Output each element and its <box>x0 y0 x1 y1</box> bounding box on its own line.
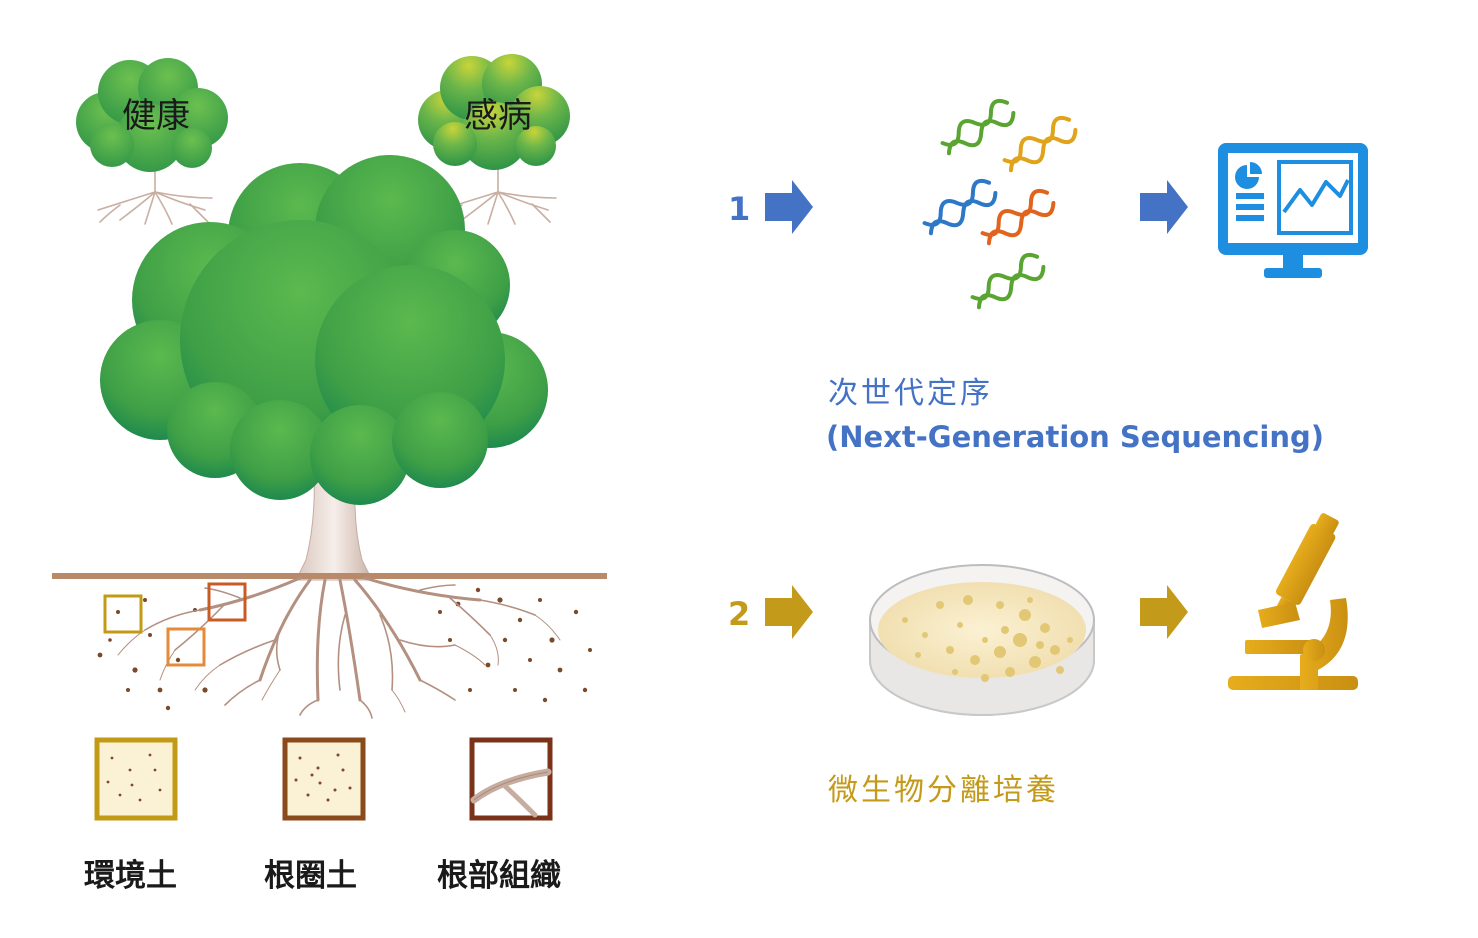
root-tissue-marker <box>207 582 247 622</box>
rhizosphere-sample <box>282 737 366 821</box>
method2-arrow-1 <box>765 585 813 639</box>
bulk-soil-marker <box>103 594 143 634</box>
dna-icon <box>922 98 1078 310</box>
diseased-tree-label: 感病 <box>464 96 532 136</box>
healthy-tree-label: 健康 <box>122 96 190 136</box>
method1-title-cn: 次世代定序 <box>828 376 993 411</box>
healthy-tree-canopy <box>76 58 228 172</box>
method2-arrow-2 <box>1140 585 1188 639</box>
sample-label-rhizosphere: 根圈土 <box>264 858 357 894</box>
monitor-chart-icon <box>1218 143 1368 278</box>
rhizosphere-marker <box>166 627 206 667</box>
diseased-tree-roots <box>439 157 557 225</box>
method1-number: 1 <box>728 190 751 228</box>
petri-dish-icon <box>869 564 1095 716</box>
diseased-tree <box>418 54 570 225</box>
healthy-tree <box>76 58 228 225</box>
diseased-tree-canopy <box>418 54 570 170</box>
method1-arrow-2 <box>1140 180 1188 234</box>
method2-title-cn: 微生物分離培養 <box>828 773 1059 808</box>
main-tree-roots <box>117 576 561 719</box>
main-tree-canopy <box>100 155 548 505</box>
healthy-tree-roots <box>97 159 213 225</box>
bulk-soil-sample <box>94 737 178 821</box>
sample-label-root-tissue: 根部組織 <box>437 858 561 894</box>
root-tissue-sample <box>469 737 553 821</box>
method1-title-en: (Next-Generation Sequencing) <box>826 420 1324 454</box>
method2-number: 2 <box>728 595 751 633</box>
method1-arrow-1 <box>765 180 813 234</box>
microscope-icon <box>1228 513 1358 690</box>
main-tree <box>100 155 548 581</box>
sample-label-bulk-soil: 環境土 <box>84 858 177 894</box>
